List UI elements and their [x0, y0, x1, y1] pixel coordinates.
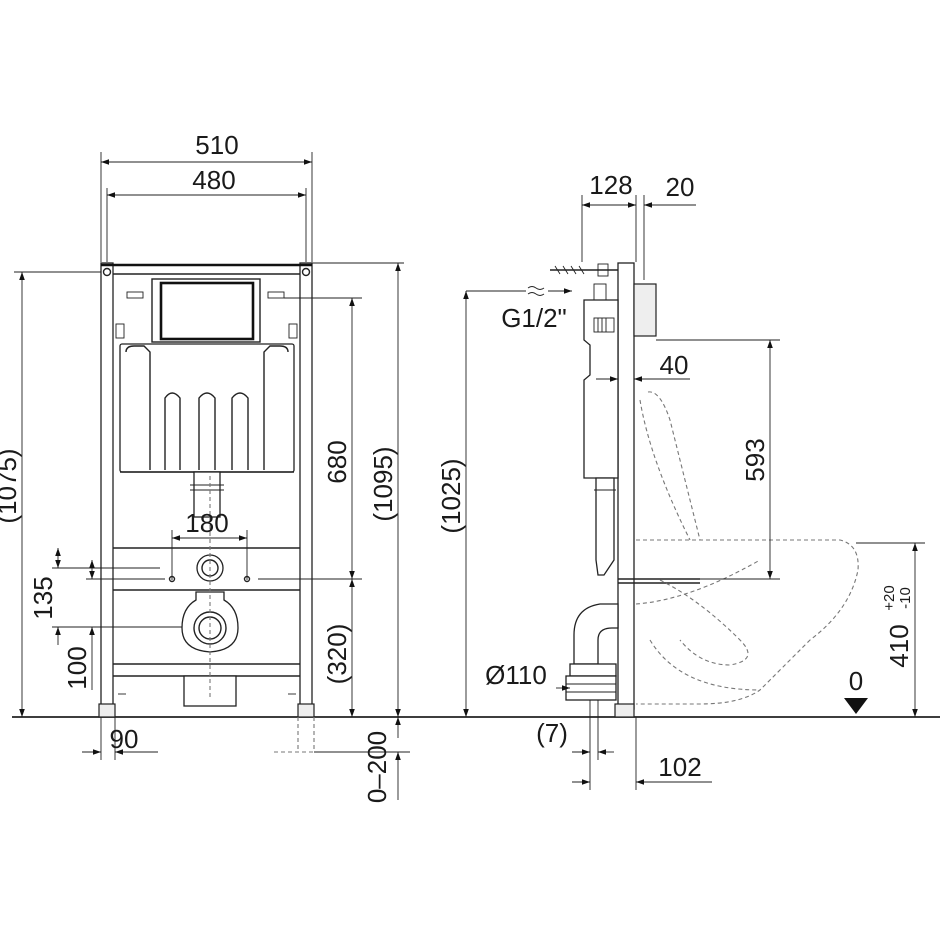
front-view: 510 480 (1075) (1095) 680 (320) 180 135 … — [0, 130, 410, 803]
flush-pipe — [193, 471, 221, 518]
dim-bowl-height: 410 — [884, 624, 914, 667]
dim-offset-7: (7) — [536, 718, 568, 748]
foot-right — [297, 703, 315, 718]
dim-height-593: 593 — [740, 438, 770, 481]
dim-depth-128: 128 — [589, 170, 632, 200]
side-cistern — [583, 299, 619, 479]
dim-cistern-height: 680 — [322, 440, 352, 483]
dim-height-left: (1075) — [0, 448, 22, 523]
side-flush-plate — [633, 283, 657, 337]
dim-bowl-tol-minus: -10 — [897, 587, 914, 609]
side-frame-post — [617, 262, 635, 710]
dim-offset-102: 102 — [658, 752, 701, 782]
anchor-hole-left — [102, 267, 112, 277]
wall-hung-bowl-outline — [636, 539, 859, 705]
dim-width-outer: 510 — [195, 130, 238, 160]
dim-foot-width: 90 — [110, 724, 139, 754]
anchor-hole-right — [301, 267, 311, 277]
flush-plate-frame — [151, 278, 261, 343]
floor-level-label: 0 — [849, 666, 863, 696]
floor-level-marker — [844, 698, 868, 714]
drain-elbow — [181, 591, 239, 653]
dim-drain-height: 100 — [62, 646, 92, 689]
dim-offset-40: 40 — [660, 350, 689, 380]
dim-connection-height: 135 — [28, 576, 58, 619]
side-drain-elbow — [573, 603, 619, 665]
dim-lower-height: (320) — [322, 624, 352, 685]
dim-drain-diameter: Ø110 — [485, 660, 547, 690]
dim-connection-spacing: 180 — [185, 508, 228, 538]
dim-width-inner: 480 — [192, 165, 235, 195]
foot-left — [98, 703, 116, 718]
water-inlet-symbol — [527, 286, 545, 296]
side-view: 128 20 G1/2" 40 593 (1025) Ø110 (7) 102 … — [436, 170, 925, 790]
dim-bowl-tol-plus: +20 — [881, 585, 898, 610]
dim-total-height: (1025) — [436, 458, 466, 533]
cistern — [119, 343, 295, 473]
side-drain-coupling — [569, 663, 617, 677]
water-connection-label: G1/2" — [501, 303, 567, 333]
dim-depth-20: 20 — [666, 172, 695, 202]
frame-left-post — [100, 262, 114, 710]
flush-plate-opening — [159, 281, 255, 341]
frame-right-post — [299, 262, 313, 710]
dim-height-right: (1095) — [368, 446, 398, 521]
side-flush-pipe — [595, 477, 615, 576]
dim-foot-extension: 0–200 — [362, 731, 392, 803]
